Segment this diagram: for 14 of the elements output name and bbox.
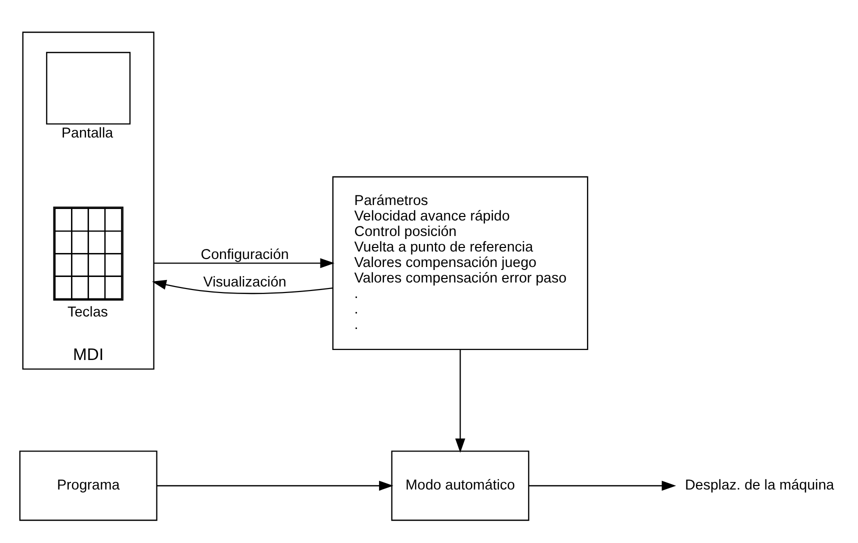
node-box bbox=[46, 52, 131, 125]
arrow bbox=[152, 280, 333, 294]
arrow bbox=[528, 480, 676, 491]
edge-label: Visualización bbox=[203, 274, 286, 290]
node-box: Parámetros Velocidad avance rápido Control posición Vuelta a punto de referencia Valores compensación juego Valores compensación error paso . . . bbox=[332, 176, 588, 350]
node-label: Teclas bbox=[67, 304, 108, 320]
edge-label: Configuración bbox=[200, 247, 289, 264]
arrow bbox=[455, 350, 466, 453]
arrow bbox=[154, 258, 335, 268]
arrow bbox=[156, 480, 394, 491]
node-box: Modo automático bbox=[391, 450, 530, 521]
node-box: Programa bbox=[19, 450, 158, 521]
node-text: Desplaz. de la máquina bbox=[685, 477, 834, 494]
node-label: Pantalla bbox=[62, 126, 114, 142]
